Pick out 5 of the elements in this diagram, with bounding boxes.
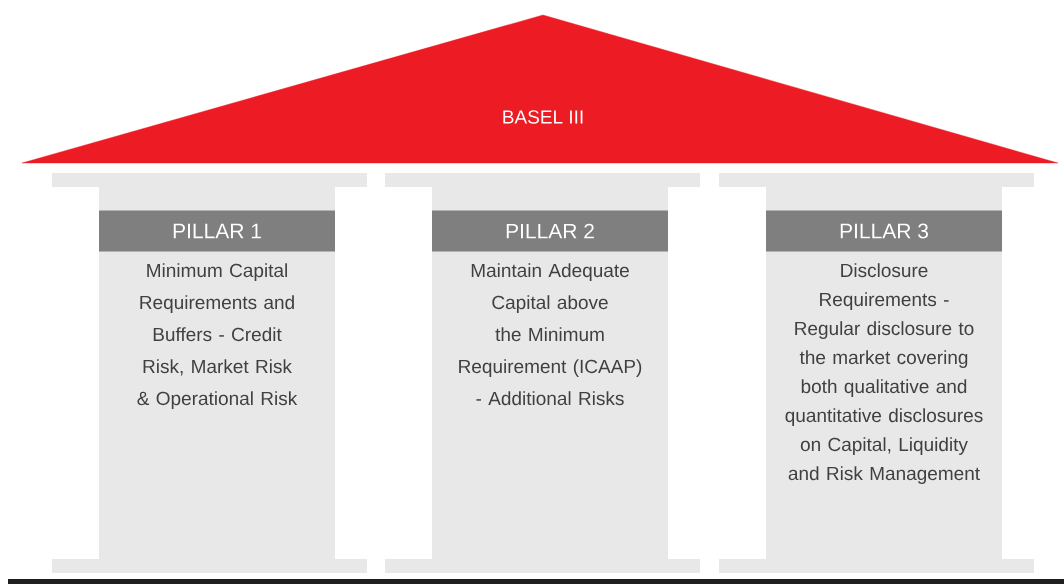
roof-label: BASEL III (503, 110, 583, 124)
pillar-header: PILLAR 2 (432, 210, 668, 252)
pillar-header: PILLAR 1 (99, 210, 335, 252)
pillar-header: PILLAR 3 (766, 210, 1002, 252)
roof-triangle (21, 14, 1059, 164)
